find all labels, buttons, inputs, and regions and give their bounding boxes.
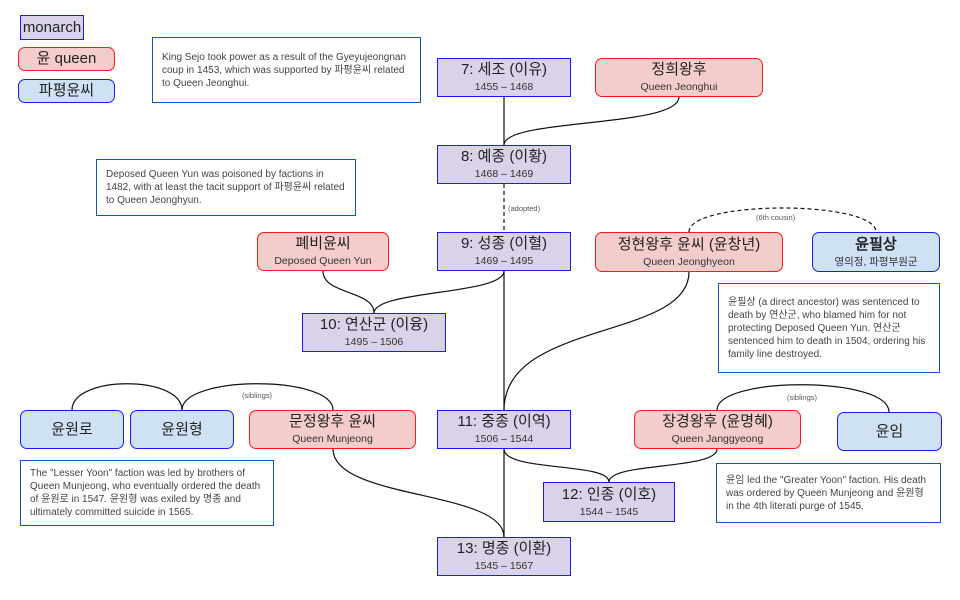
label-adopted: (adopted) [508,204,541,213]
legend-monarch-label: monarch [22,18,82,36]
note-text: King Sejo took power as a result of the … [162,51,407,89]
node-deposed-queen: 폐비윤씨 Deposed Queen Yun [257,232,389,271]
node-title: 영의정, 파평부원군 [834,255,918,268]
legend-monarch: monarch [20,15,84,40]
node-sejo: 7: 세조 (이유) 1455 – 1468 [437,58,571,97]
node-name: 폐비윤씨 [295,235,351,253]
node-reign: 1545 – 1567 [474,560,534,573]
link-seongjong-yeonsangun [373,270,505,314]
note-sejo: King Sejo took power as a result of the … [152,37,421,103]
link-munjeong-myeongjong [332,448,505,538]
legend-clan-label: 파평윤씨 [38,82,95,99]
note-text: 윤임 led the "Greater Yoon" faction. His d… [726,474,927,512]
node-en-name: Queen Jeonghyeon [643,255,735,268]
node-name: 10: 연산군 (이융) [319,316,429,334]
label-siblings: (siblings) [242,391,273,400]
link-jeonghyeon-jungjong [503,271,690,411]
label-siblings: (siblings) [787,393,818,402]
node-munjeong: 문정왕후 윤씨 Queen Munjeong [249,410,416,449]
link-jeonghui-yejong [503,96,680,146]
node-name: 8: 예종 (이황) [460,148,548,166]
node-name: 윤임 [875,422,904,440]
node-reign: 1455 – 1468 [474,81,534,94]
node-name: 윤원형 [161,420,203,438]
legend-queen-label: 윤 queen [36,50,97,67]
node-name: 12: 인종 (이호) [561,485,657,503]
label-6th-cousin: (6th cousin) [756,213,796,222]
node-yeonsangun: 10: 연산군 (이융) 1495 – 1506 [302,313,446,352]
link-janggyeong-injong [608,448,718,483]
node-yunwonhyeong: 윤원형 [130,410,234,449]
node-name: 11: 중종 (이역) [457,413,551,431]
node-myeongjong: 13: 명종 (이환) 1545 – 1567 [437,537,571,576]
node-yejong: 8: 예종 (이황) 1468 – 1469 [437,145,571,184]
note-text: Deposed Queen Yun was poisoned by factio… [106,169,345,206]
node-seongjong: 9: 성종 (이혈) 1469 – 1495 [437,232,571,271]
node-name: 9: 성종 (이혈) [460,235,548,253]
legend-queen: 윤 queen [18,47,115,71]
node-reign: 1544 – 1545 [579,505,639,518]
node-yunim: 윤임 [837,412,942,451]
node-jeonghyeon: 정현왕후 윤씨 (윤창년) Queen Jeonghyeon [595,232,783,272]
note-lesser-yoon: The "Lesser Yoon" faction was led by bro… [20,460,274,526]
link-siblings-janggyeong-yunim [716,384,890,413]
node-injong: 12: 인종 (이호) 1544 – 1545 [543,482,675,522]
note-text: 윤필상 (a direct ancestor) was sentenced to… [728,296,926,360]
node-reign: 1495 – 1506 [344,336,404,349]
node-en-name: Queen Janggyeong [671,433,764,446]
link-deposed-yeonsangun [322,270,375,314]
node-name: 7: 세조 (이유) [460,61,548,79]
link-siblings-wonro-wonhyeong [71,383,183,411]
node-name: 윤필상 [855,235,897,253]
node-en-name: Queen Munjeong [292,433,373,446]
note-text: The "Lesser Yoon" faction was led by bro… [30,468,261,518]
node-jeonghui: 정희왕후 Queen Jeonghui [595,58,763,97]
link-jungjong-injong [503,448,610,483]
node-name: 장경왕후 (윤명혜) [662,413,773,431]
note-yunpilsang: 윤필상 (a direct ancestor) was sentenced to… [718,283,940,373]
note-greater-yoon: 윤임 led the "Greater Yoon" faction. His d… [716,463,941,523]
node-name: 윤원로 [51,420,93,438]
node-name: 문정왕후 윤씨 [289,413,376,431]
link-cousin [688,207,877,233]
link-siblings-wonhyeong-munjeong [181,383,334,411]
node-name: 정현왕후 윤씨 (윤창년) [617,235,761,253]
node-reign: 1469 – 1495 [474,255,534,268]
node-name: 13: 명종 (이환) [456,540,552,558]
node-en-name: Queen Jeonghui [640,81,718,94]
node-en-name: Deposed Queen Yun [274,255,372,268]
node-jungjong: 11: 중종 (이역) 1506 – 1544 [437,410,571,449]
node-janggyeong: 장경왕후 (윤명혜) Queen Janggyeong [634,410,801,449]
node-yunwonro: 윤원로 [20,410,124,449]
node-reign: 1468 – 1469 [474,168,534,181]
legend-clan: 파평윤씨 [18,79,115,103]
node-reign: 1506 – 1544 [474,433,534,446]
note-deposed-queen: Deposed Queen Yun was poisoned by factio… [96,159,356,216]
node-name: 정희왕후 [651,61,707,79]
